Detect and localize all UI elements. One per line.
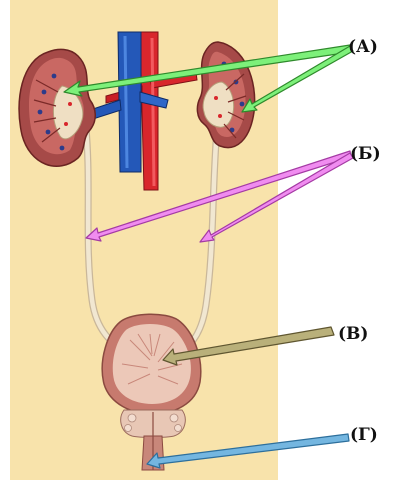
label-a: (А): [348, 39, 378, 56]
label-v: (В): [338, 326, 368, 343]
label-b: (Б): [350, 146, 381, 163]
bladder-icon: [102, 314, 201, 414]
label-g: (Г): [350, 427, 378, 444]
